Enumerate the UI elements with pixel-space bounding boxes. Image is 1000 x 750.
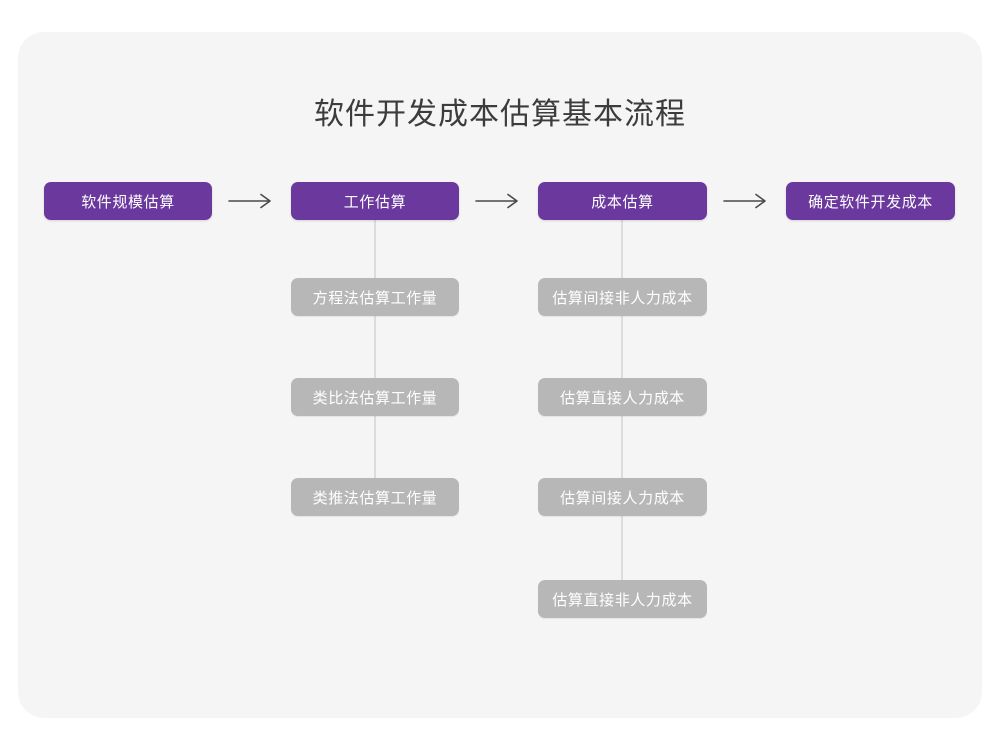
connector-line-stage-2 xyxy=(374,219,376,499)
stage-3-child-3[interactable]: 估算间接人力成本 xyxy=(538,478,707,516)
stage-1-node[interactable]: 软件规模估算 xyxy=(44,182,212,220)
stage-3-node[interactable]: 成本估算 xyxy=(538,182,707,220)
stage-4-node[interactable]: 确定软件开发成本 xyxy=(786,182,955,220)
stage-2-child-1[interactable]: 方程法估算工作量 xyxy=(291,278,459,316)
stage-2-child-2[interactable]: 类比法估算工作量 xyxy=(291,378,459,416)
stage-3-child-2[interactable]: 估算直接人力成本 xyxy=(538,378,707,416)
stage-3-child-1[interactable]: 估算间接非人力成本 xyxy=(538,278,707,316)
arrow-right-icon-1 xyxy=(228,192,276,210)
stage-2-node[interactable]: 工作估算 xyxy=(291,182,459,220)
page-title: 软件开发成本估算基本流程 xyxy=(314,98,686,131)
stage-3-child-4[interactable]: 估算直接非人力成本 xyxy=(538,580,707,618)
arrow-right-icon-2 xyxy=(475,192,523,210)
diagram-card xyxy=(18,32,982,718)
arrow-right-icon-3 xyxy=(723,192,771,210)
stage-2-child-3[interactable]: 类推法估算工作量 xyxy=(291,478,459,516)
